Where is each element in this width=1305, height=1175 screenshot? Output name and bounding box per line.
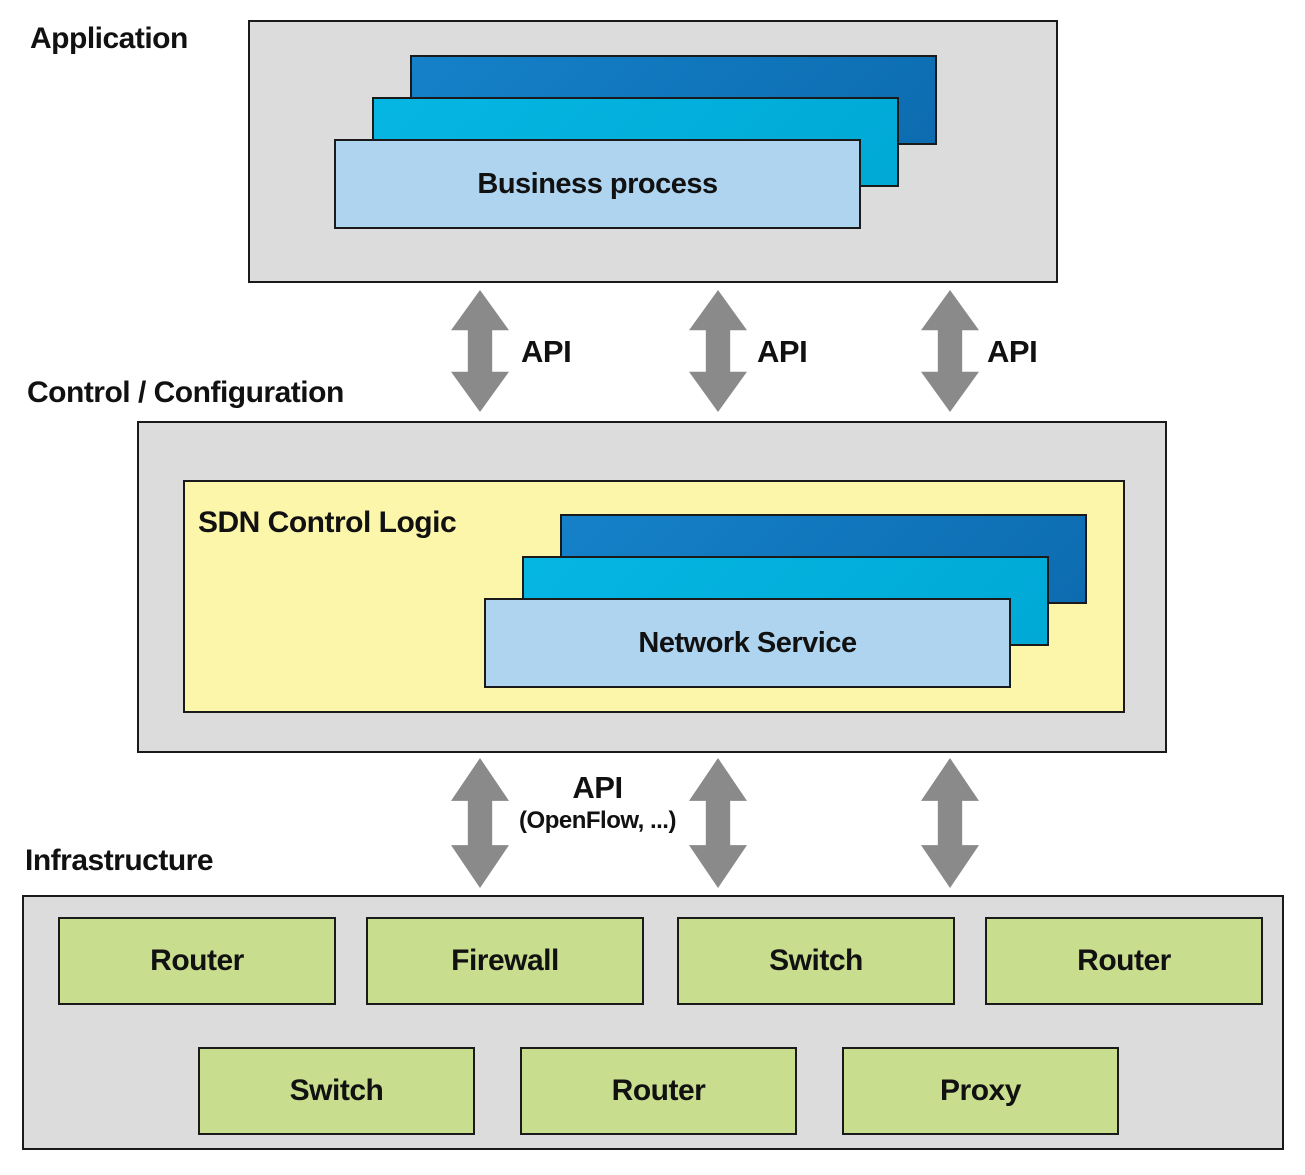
api-openflow-label-block: API (OpenFlow, ...) bbox=[480, 770, 715, 836]
api-label-3: API bbox=[987, 334, 1038, 369]
api-lower-label: API bbox=[572, 770, 623, 805]
device-label: Switch bbox=[289, 1074, 384, 1107]
api-label-2: API bbox=[757, 334, 808, 369]
device-proxy: Proxy bbox=[842, 1047, 1119, 1135]
business-process-label: Business process bbox=[477, 167, 718, 200]
api-openflow-sublabel: (OpenFlow, ...) bbox=[519, 807, 676, 834]
device-label: Router bbox=[150, 944, 244, 977]
device-label: Router bbox=[611, 1074, 706, 1107]
infrastructure-layer-label: Infrastructure bbox=[25, 844, 214, 877]
api-arrow-app-control-3 bbox=[921, 290, 979, 412]
control-layer-box: SDN Control Logic Network Service bbox=[137, 421, 1167, 753]
device-label: Switch bbox=[769, 944, 863, 977]
device-switch-2: Switch bbox=[198, 1047, 475, 1135]
device-switch-1: Switch bbox=[677, 917, 955, 1005]
device-router-3: Router bbox=[520, 1047, 797, 1135]
control-card-front: Network Service bbox=[484, 598, 1011, 688]
device-router-2: Router bbox=[985, 917, 1263, 1005]
application-layer-label: Application bbox=[30, 22, 188, 55]
infrastructure-layer-box: Router Firewall Switch Router Switch Rou… bbox=[22, 895, 1284, 1150]
api-arrow-control-infra-3 bbox=[921, 758, 979, 888]
api-arrow-app-control-2 bbox=[689, 290, 747, 412]
device-label: Router bbox=[1077, 944, 1171, 977]
device-router-1: Router bbox=[58, 917, 336, 1005]
sdn-control-logic-label: SDN Control Logic bbox=[198, 506, 457, 539]
application-layer-box: Business process bbox=[248, 20, 1058, 283]
application-card-front: Business process bbox=[334, 139, 861, 229]
control-layer-label: Control / Configuration bbox=[27, 376, 344, 409]
api-label-1: API bbox=[521, 334, 572, 369]
api-arrow-app-control-1 bbox=[451, 290, 509, 412]
device-firewall: Firewall bbox=[366, 917, 644, 1005]
sdn-control-logic-box: SDN Control Logic Network Service bbox=[183, 480, 1125, 713]
device-label: Proxy bbox=[940, 1074, 1021, 1107]
device-label: Firewall bbox=[451, 944, 559, 977]
network-service-label: Network Service bbox=[638, 626, 857, 659]
